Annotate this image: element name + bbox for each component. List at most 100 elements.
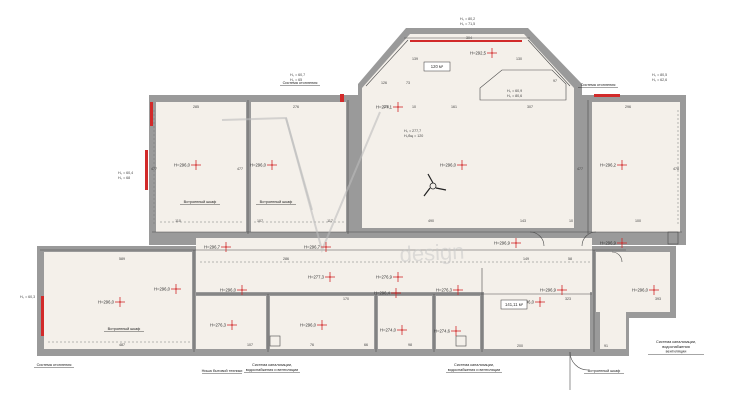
dimension-label: 478 — [673, 167, 679, 171]
height-tag-line: Н₀ = 65 — [290, 78, 302, 82]
callout-text: Встроенный шкаф — [184, 200, 217, 204]
area-label: 120 м² — [431, 64, 444, 69]
room-height-label: Н=296,7 — [304, 245, 321, 250]
level-marker — [267, 160, 277, 170]
dimension-label: 117 — [327, 219, 333, 223]
level-marker — [535, 297, 545, 307]
height-tag: Н₀ = 60,4Н₀ = 68 — [118, 171, 133, 180]
room-height-label: Н=292,5 — [470, 51, 487, 56]
callout-text: Система канализации, — [252, 363, 292, 367]
dimension-label: 589 — [119, 257, 125, 261]
dimension-label: 107 — [257, 219, 263, 223]
callout-note: Встроенный шкаф — [180, 200, 220, 205]
callout-note-multiline: Система канализации,водоснабжения и вент… — [446, 363, 502, 373]
level-marker — [325, 272, 335, 282]
callout-text: Система отопления — [581, 83, 616, 87]
callout-note: Система отопления — [578, 83, 618, 88]
dimension-label: 126 — [383, 105, 389, 109]
room-height-label: Н=296,9 — [540, 288, 557, 293]
height-tag-line: Н₀бщ = 120 — [404, 134, 423, 138]
height-tag-line: Н₀ = 80,2 — [460, 17, 475, 21]
height-tag-line: Н₀ = 60,9 — [507, 89, 522, 93]
dimension-label: 490 — [428, 219, 434, 223]
dimension-label: 393 — [655, 297, 661, 301]
room-height-label: Н=276,3 — [436, 288, 453, 293]
height-tag-line: Н₀ = 60,4 — [118, 171, 133, 175]
callout-note: Встроенный шкаф — [584, 369, 624, 374]
callout-text: Система отопления — [37, 363, 72, 367]
room-height-label: Н=296,4 — [374, 291, 391, 296]
dimension-label: 170 — [343, 297, 349, 301]
height-tag: Н₀ = 80,2Н₀ = 71,5 — [460, 17, 475, 26]
height-tag-line: Н₀ = 277,7 — [404, 129, 421, 133]
dimension-label: 276 — [293, 105, 299, 109]
room-height-label: Н=274,6 — [434, 329, 451, 334]
height-tag-line: Н₀ = 80,5 — [652, 73, 667, 77]
callout-note: Ниша бытовой техники — [202, 369, 243, 374]
level-marker — [115, 297, 125, 307]
room-height-label: Н=296,0 — [300, 323, 317, 328]
dimension-label: 200 — [517, 344, 523, 348]
dimension-label: 100 — [635, 219, 641, 223]
dimension-label: 149 — [523, 257, 529, 261]
dimension-label: 139 — [412, 57, 418, 61]
height-tag: Н₀ = 60,7Н₀ = 65 — [290, 73, 305, 82]
level-marker — [487, 48, 497, 58]
callout-text: Встроенный шкаф — [588, 369, 621, 373]
level-marker — [451, 326, 461, 336]
callout-note: Встроенный шкаф — [104, 327, 144, 332]
dimension-label: 73 — [406, 81, 410, 85]
dimension-label: 58 — [568, 257, 572, 261]
level-marker — [453, 285, 463, 295]
room-height-label: Н=296,0 — [632, 288, 649, 293]
height-tag-line: Н₀ = 68 — [118, 176, 130, 180]
interior-lines — [40, 37, 682, 390]
height-tag-line: Н₀ = 60,7 — [290, 73, 305, 77]
level-marker — [393, 102, 403, 112]
dimension-label: 10 — [412, 105, 416, 109]
callout-text: Встроенный шкаф — [260, 200, 293, 204]
room-height-label: Н=296,0 — [98, 300, 115, 305]
dimension-label: 307 — [527, 105, 533, 109]
room-fills — [44, 34, 680, 349]
callout-note-multiline: Система канализации,водоснабжениявентиля… — [648, 340, 704, 355]
dimension-label: 477 — [577, 167, 583, 171]
dimension-label: 477 — [151, 167, 157, 171]
dimension-label: 97 — [553, 79, 557, 83]
callout-note: Встроенный шкаф — [256, 200, 296, 205]
room-height-label: Н=276,3 — [210, 323, 227, 328]
level-marker — [617, 160, 627, 170]
dimension-label: 323 — [565, 297, 571, 301]
level-marker — [391, 288, 401, 298]
dimension-label: 161 — [451, 105, 457, 109]
callout-text: Ниша бытовой техники — [202, 369, 243, 373]
room-height-label: Н=296,7 — [204, 245, 221, 250]
dimension-label: 286 — [283, 257, 289, 261]
callout-text: Система канализации, — [454, 363, 494, 367]
dimension-label: 304 — [466, 36, 472, 40]
dimension-label: 110 — [175, 219, 181, 223]
area-box: 141,11 м² — [500, 299, 528, 310]
height-tag-line: Н₀ = 80,6 — [507, 94, 522, 98]
level-marker — [557, 285, 567, 295]
callout-text: Система отопления — [283, 81, 318, 85]
level-marker — [397, 325, 407, 335]
dimension-label: 285 — [193, 105, 199, 109]
dimension-label: 143 — [520, 219, 526, 223]
level-marker — [511, 238, 521, 248]
height-tag-line: Н₀ = 62,6 — [652, 78, 667, 82]
height-tag: Н₀ = 80,5Н₀ = 62,6 — [652, 73, 667, 82]
room-height-label: Н=296,0 — [250, 163, 267, 168]
callout-text: водоснабжения и вентиляции — [246, 368, 298, 372]
level-marker — [237, 285, 247, 295]
ceiling-fan-symbol — [423, 173, 447, 197]
level-marker — [171, 284, 181, 294]
dimension-label: 126 — [381, 81, 387, 85]
room-height-label: Н=274,0 — [380, 328, 397, 333]
svg-text:design: design — [399, 239, 465, 267]
callout-text: водоснабжения и вентиляции — [448, 368, 500, 372]
dimension-label: 91 — [604, 344, 608, 348]
